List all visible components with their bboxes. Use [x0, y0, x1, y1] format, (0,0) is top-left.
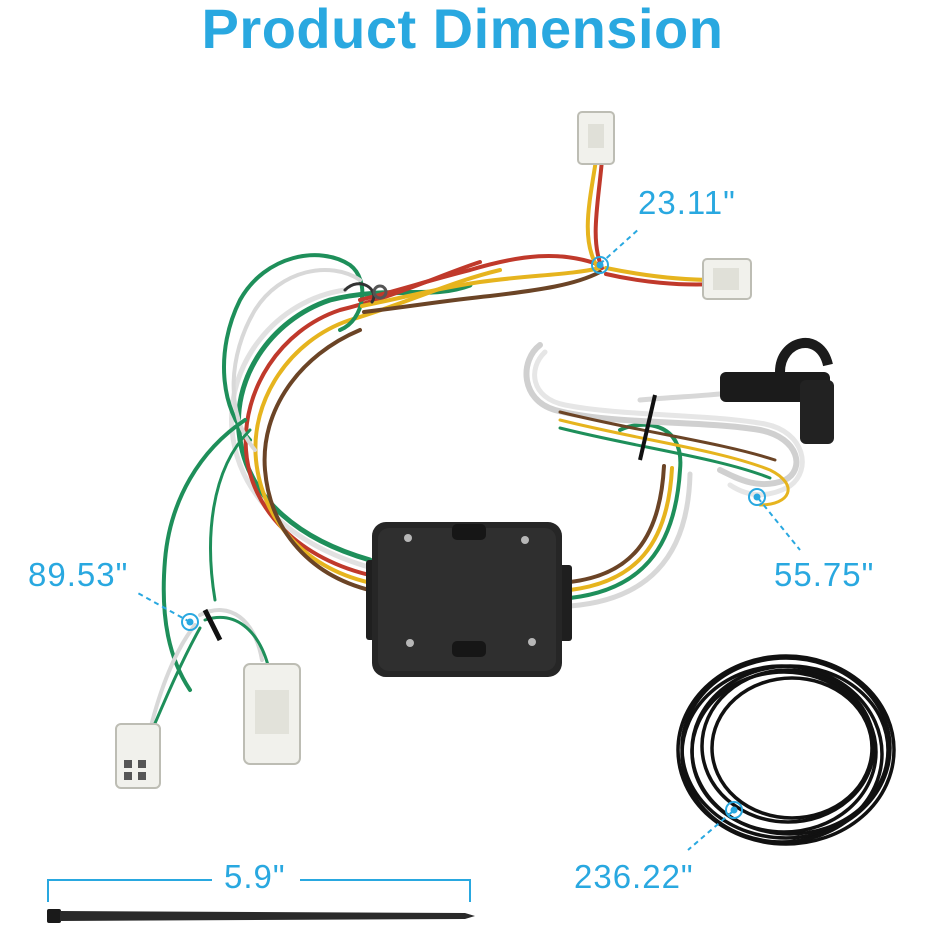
cable-tie-head: [47, 909, 61, 923]
upper-connector-leads: [585, 158, 717, 287]
connector-pin: [124, 772, 132, 780]
main-harness-bundle: [148, 253, 602, 737]
cable-tie-dimension-bracket: [47, 879, 471, 902]
fuse-cap: [800, 380, 834, 444]
measurement-callouts: [135, 227, 801, 851]
module-bottom-slot: [452, 641, 486, 657]
bracket-right: [300, 879, 471, 902]
module-face: [378, 528, 556, 671]
dimension-label-main-harness: 89.53": [28, 556, 129, 593]
fuse-cap-strap: [775, 338, 833, 373]
bracket-left: [47, 879, 212, 902]
dimension-label-power-wire: 236.22": [574, 858, 694, 895]
dimension-label-connector-lead: 23.11": [638, 184, 736, 221]
module-screw: [406, 639, 414, 647]
module-top-slot: [452, 524, 486, 540]
dimension-label-cable-tie: 5.9": [224, 858, 286, 895]
cable-tie: [47, 909, 475, 923]
four-way-lead-coil: [523, 342, 805, 609]
callout-marker: [725, 801, 743, 819]
cable-tie-strap: [60, 911, 475, 921]
page-title: Product Dimension: [201, 0, 724, 60]
dimension-label-four-way-lead: 55.75": [774, 556, 875, 593]
upper-connector-top-detail: [588, 124, 604, 148]
connector-pin: [138, 772, 146, 780]
callout-line-main-harness: [135, 591, 191, 623]
callout-marker-dot: [596, 261, 604, 269]
callout-line-four-way: [757, 497, 801, 551]
upper-connector-right-detail: [713, 268, 739, 290]
power-wire-coil: [676, 654, 896, 846]
zip-tie-right: [638, 394, 657, 461]
zip-tie-left: [202, 608, 223, 642]
connector-pin: [124, 760, 132, 768]
module-screw: [521, 536, 529, 544]
module-screw: [404, 534, 412, 542]
left-connector-large-detail: [255, 690, 289, 734]
converter-module: [366, 522, 572, 677]
callout-marker-dot: [730, 806, 738, 814]
callout-markers: [181, 256, 766, 819]
callout-marker-dot: [186, 618, 194, 626]
callout-marker: [181, 613, 199, 631]
callout-marker: [591, 256, 609, 274]
module-screw: [528, 638, 536, 646]
callout-line-power-wire: [687, 811, 733, 851]
connector-pin: [138, 760, 146, 768]
callout-marker-dot: [753, 493, 761, 501]
callout-marker: [748, 488, 766, 506]
